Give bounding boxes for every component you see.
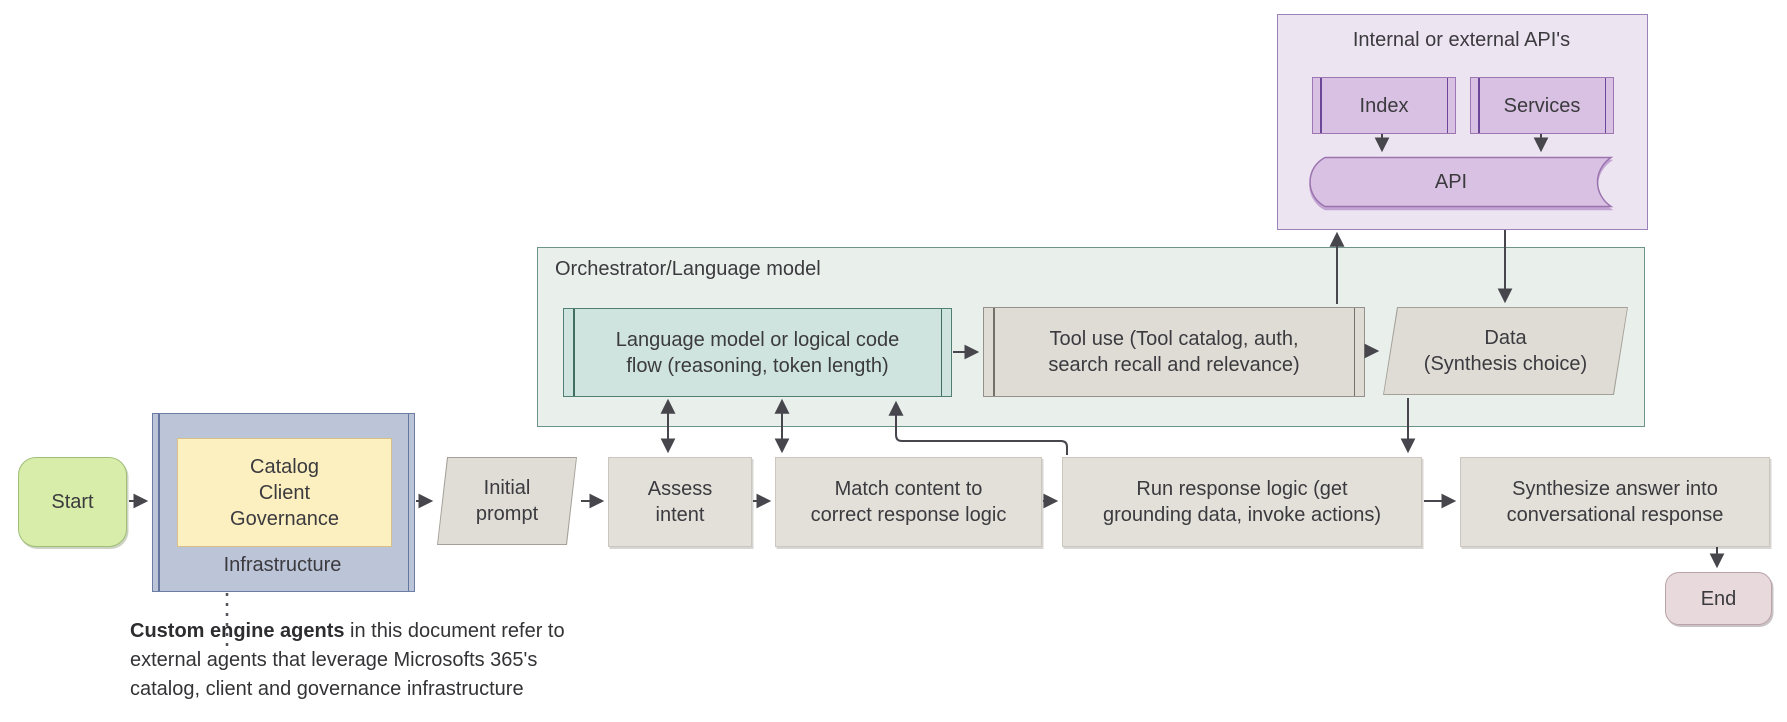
end-label: End: [1700, 587, 1737, 610]
stored-data-shape: [1309, 156, 1614, 208]
run-line2: grounding data, invoke actions): [1103, 504, 1381, 526]
assess-intent-node: Assess intent: [608, 457, 752, 547]
data-node-fill: [1384, 308, 1627, 394]
assess-line1: Assess: [647, 478, 713, 500]
footnote-line3: catalog, client and governance infrastru…: [130, 678, 524, 700]
stack-line2: Client: [258, 481, 311, 504]
services-label: Services: [1503, 94, 1581, 117]
data-line2: (Synthesis choice): [1423, 353, 1588, 375]
assess-line2: intent: [655, 504, 705, 526]
initial-prompt-node: Initial prompt: [437, 457, 577, 545]
index-label: Index: [1359, 94, 1409, 117]
synthesize-line1: Synthesize answer into: [1512, 478, 1718, 500]
synthesize-line2: conversational response: [1506, 504, 1724, 526]
services-node: Services: [1470, 77, 1614, 134]
initial-prompt-fill: [438, 458, 576, 544]
footnote-line1-rest: in this document refer to: [344, 620, 565, 642]
language-model-line1: Language model or logical code: [615, 328, 900, 351]
orchestrator-panel-title: Orchestrator/Language model: [555, 258, 821, 280]
run-line1: Run response logic (get: [1136, 478, 1348, 500]
run-response-logic-node: Run response logic (get grounding data, …: [1062, 457, 1422, 547]
match-line1: Match content to: [834, 478, 983, 500]
data-node: Data (Synthesis choice): [1383, 307, 1628, 395]
footnote-bold: Custom engine agents: [130, 620, 345, 642]
api-node: API: [1303, 156, 1614, 208]
index-node: Index: [1312, 77, 1456, 134]
tool-use-line1: Tool use (Tool catalog, auth,: [1049, 328, 1299, 350]
initial-prompt-line1: Initial: [483, 477, 531, 499]
stack-line3: Governance: [230, 507, 339, 530]
infrastructure-label: Infrastructure: [223, 554, 342, 576]
footnote-line2: external agents that leverage Microsofts…: [130, 649, 538, 671]
data-line1: Data: [1484, 327, 1527, 349]
tool-use-node: Tool use (Tool catalog, auth, search rec…: [983, 307, 1365, 397]
tool-use-line2: search recall and relevance): [1048, 354, 1300, 376]
stack-line1: Catalog: [250, 455, 319, 478]
match-content-node: Match content to correct response logic: [775, 457, 1042, 547]
start-node: Start: [18, 457, 127, 547]
footnote-line1: Custom engine agents in this document re…: [130, 617, 630, 646]
language-model-line2: flow (reasoning, token length): [626, 354, 889, 377]
initial-prompt-line2: prompt: [475, 503, 539, 525]
match-line2: correct response logic: [810, 504, 1007, 526]
end-node: End: [1665, 572, 1772, 625]
governance-stack-node: Catalog Client Governance: [177, 438, 392, 547]
footnote: Custom engine agents in this document re…: [130, 617, 630, 704]
api-panel-title: Internal or external API's: [1352, 29, 1571, 51]
api-label: API: [1434, 171, 1468, 193]
start-label: Start: [51, 491, 94, 513]
synthesize-answer-node: Synthesize answer into conversational re…: [1460, 457, 1770, 547]
language-model-node: Language model or logical code flow (rea…: [563, 308, 952, 397]
